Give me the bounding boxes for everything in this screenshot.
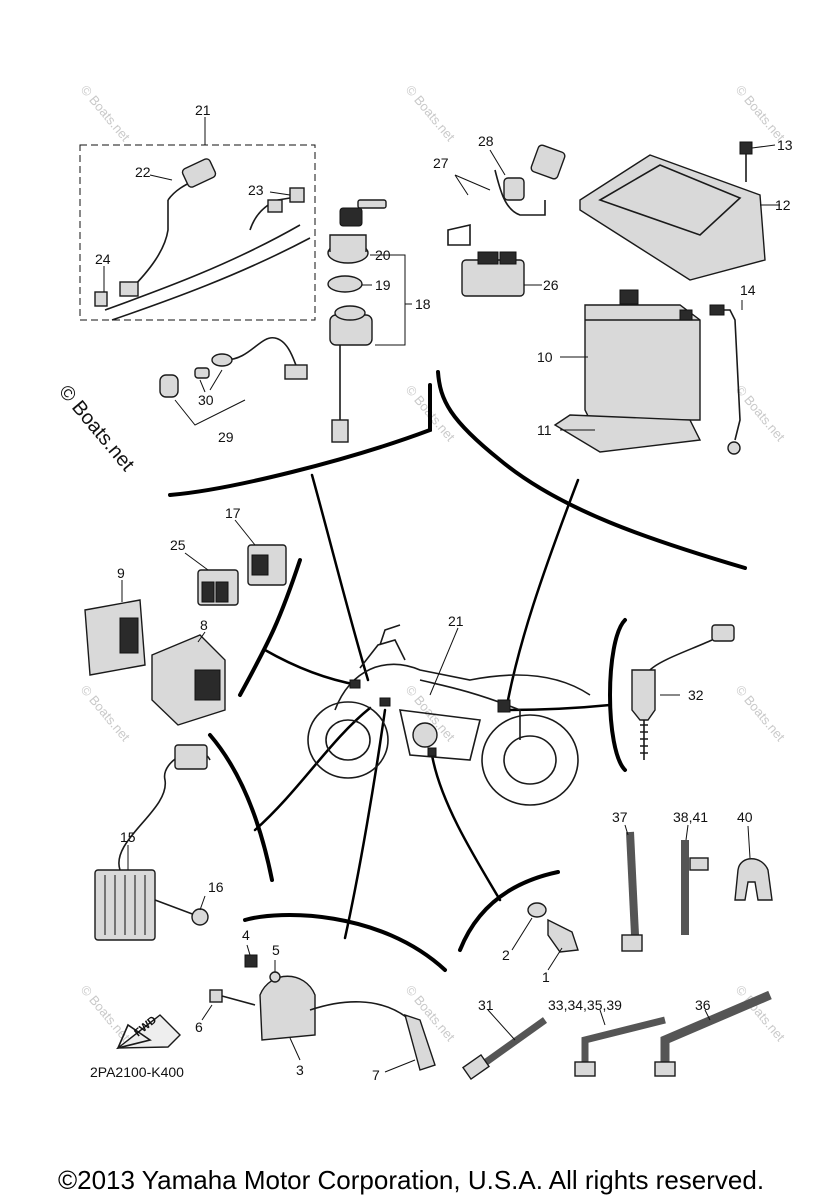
forward-arrow-icon: FWD (115, 1014, 181, 1050)
watermark: © Boats.net (78, 82, 134, 144)
callout-22: 22 (135, 164, 151, 180)
callout-13: 13 (777, 137, 793, 153)
callout-33-34-35-39: 33,34,35,39 (548, 997, 622, 1013)
callout-37: 37 (612, 809, 628, 825)
watermark: © Boats.net (733, 382, 789, 444)
callout-17: 17 (225, 505, 241, 521)
battery-group (553, 141, 780, 455)
callout-11: 11 (537, 422, 552, 438)
callout-4: 4 (242, 927, 250, 943)
watermark: © Boats.net (403, 82, 459, 144)
callout-20: 20 (375, 247, 391, 263)
callout-2: 2 (502, 947, 510, 963)
watermark: © Boats.net (733, 682, 789, 744)
callout-36: 36 (695, 997, 711, 1013)
callout-27: 27 (433, 155, 449, 171)
neutral-switch-group (511, 902, 579, 971)
callout-18: 18 (415, 296, 431, 312)
group-brackets (168, 370, 747, 972)
callout-12: 12 (775, 197, 791, 213)
callout-21: 21 (195, 102, 211, 118)
copyright-notice: ©2013 Yamaha Motor Corporation, U.S.A. A… (57, 1165, 765, 1195)
callout-6: 6 (195, 1019, 203, 1035)
diagram-code: 2PA2100-K400 (90, 1064, 184, 1080)
callout-8: 8 (200, 617, 208, 633)
callout-26: 26 (543, 277, 559, 293)
bulb-socket-group (159, 337, 308, 426)
callout-15: 15 (120, 829, 136, 845)
callout-38-41: 38,41 (673, 809, 708, 825)
callout-3: 3 (296, 1062, 304, 1078)
callout-16: 16 (208, 879, 224, 895)
callout-14: 14 (740, 282, 756, 298)
watermark: © Boats.net (733, 982, 789, 1044)
callout-9: 9 (117, 565, 125, 581)
callout-32: 32 (688, 687, 704, 703)
callout-23: 23 (248, 182, 264, 198)
cdi-relay-group (84, 519, 287, 726)
watermark: © Boats.net (733, 82, 789, 144)
thermo-switch-group (631, 624, 735, 760)
ignition-coil-group (201, 944, 436, 1073)
callout-30: 30 (198, 392, 214, 408)
callout-29: 29 (218, 429, 234, 445)
watermark: © Boats.net (78, 682, 134, 744)
rectifier-group (94, 744, 211, 941)
callout-19: 19 (375, 277, 391, 293)
watermark-main: © Boats.net (54, 381, 138, 476)
callout-1: 1 (542, 969, 550, 985)
starter-relay-group (447, 144, 566, 297)
callout-10: 10 (537, 349, 553, 365)
callout-25: 25 (170, 537, 186, 553)
bands-group (461, 824, 773, 1081)
callout-31: 31 (478, 997, 494, 1013)
callout-21-vehicle: 21 (448, 613, 464, 629)
connector-lines (253, 473, 612, 940)
callout-28: 28 (478, 133, 494, 149)
callout-40: 40 (737, 809, 753, 825)
wire-harness-group (79, 117, 316, 321)
callout-7: 7 (372, 1067, 380, 1083)
callout-24: 24 (95, 251, 111, 267)
main-switch-group (327, 199, 412, 443)
atv-vehicle (307, 624, 591, 806)
callout-5: 5 (272, 942, 280, 958)
watermark: © Boats.net (78, 982, 134, 1044)
callouts: 21 22 23 24 20 19 18 30 29 27 28 26 13 1… (90, 102, 793, 1083)
